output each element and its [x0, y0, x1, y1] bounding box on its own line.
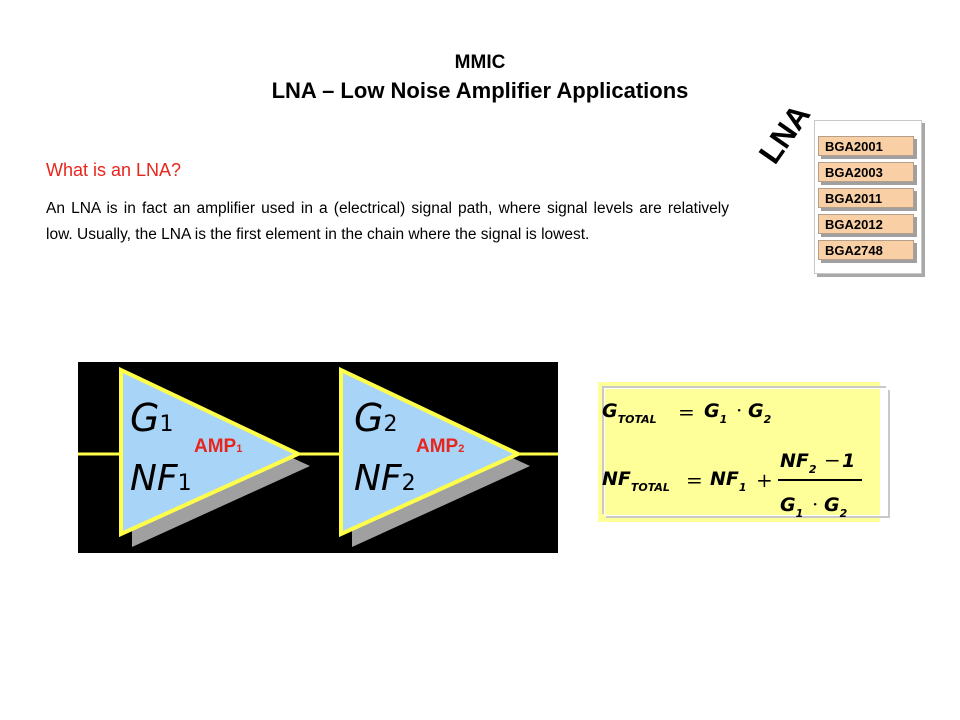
g1-term: G1: [704, 400, 728, 426]
title-line-2: LNA – Low Noise Amplifier Applications: [271, 78, 689, 103]
slide-title: MMIC LNA – Low Noise Amplifier Applicati…: [0, 50, 960, 106]
amp2-noise-figure: NF2: [354, 458, 416, 499]
nf-total-symbol: NFTOTAL: [602, 468, 670, 494]
minus-operator: −: [824, 448, 841, 472]
fraction-numerator-nf2: NF2: [780, 450, 817, 476]
amplifier-chain-diagram: G1 NF1 AMP1 G2 NF2 AMP2: [78, 362, 558, 553]
title-line-1: MMIC: [454, 52, 506, 73]
g2-term: G2: [748, 400, 772, 426]
amplifier-graphics: [78, 366, 558, 547]
fraction-denominator-g2: G2: [824, 494, 848, 520]
amp1-gain: G1: [130, 396, 174, 440]
dot-operator-2: ·: [812, 492, 819, 516]
nf1-term: NF1: [710, 468, 747, 494]
amp1-triangle: [119, 366, 303, 538]
chip-bga2003: BGA2003: [818, 162, 914, 182]
chip-bga2012: BGA2012: [818, 214, 914, 234]
amp1-noise-figure: NF1: [130, 458, 192, 499]
intro-paragraph: An LNA is in fact an amplifier used in a…: [46, 200, 729, 243]
amp1-tag: AMP1: [194, 436, 243, 457]
section-heading: What is an LNA?: [46, 160, 182, 180]
chip-bga2011: BGA2011: [818, 188, 914, 208]
g-total-symbol: GTOTAL: [602, 400, 657, 426]
fraction-numerator-one: 1: [842, 450, 856, 472]
fraction-denominator-g1: G1: [780, 494, 804, 520]
formula-frame: [604, 388, 888, 516]
formula-box: GTOTAL = G1 · G2 NFTOTAL = NF1 + NF2 − 1…: [598, 382, 888, 522]
fraction-bar: [778, 479, 862, 481]
chip-bga2748: BGA2748: [818, 240, 914, 260]
amp2-triangle: [339, 366, 523, 538]
equals-1: =: [678, 400, 695, 424]
equals-2: =: [686, 468, 703, 492]
amp2-gain: G2: [354, 396, 398, 440]
chip-bga2001: BGA2001: [818, 136, 914, 156]
plus-operator: +: [756, 468, 773, 492]
lna-label: LNA: [752, 97, 818, 171]
dot-operator-1: ·: [736, 398, 743, 422]
amp2-tag: AMP2: [416, 436, 465, 457]
